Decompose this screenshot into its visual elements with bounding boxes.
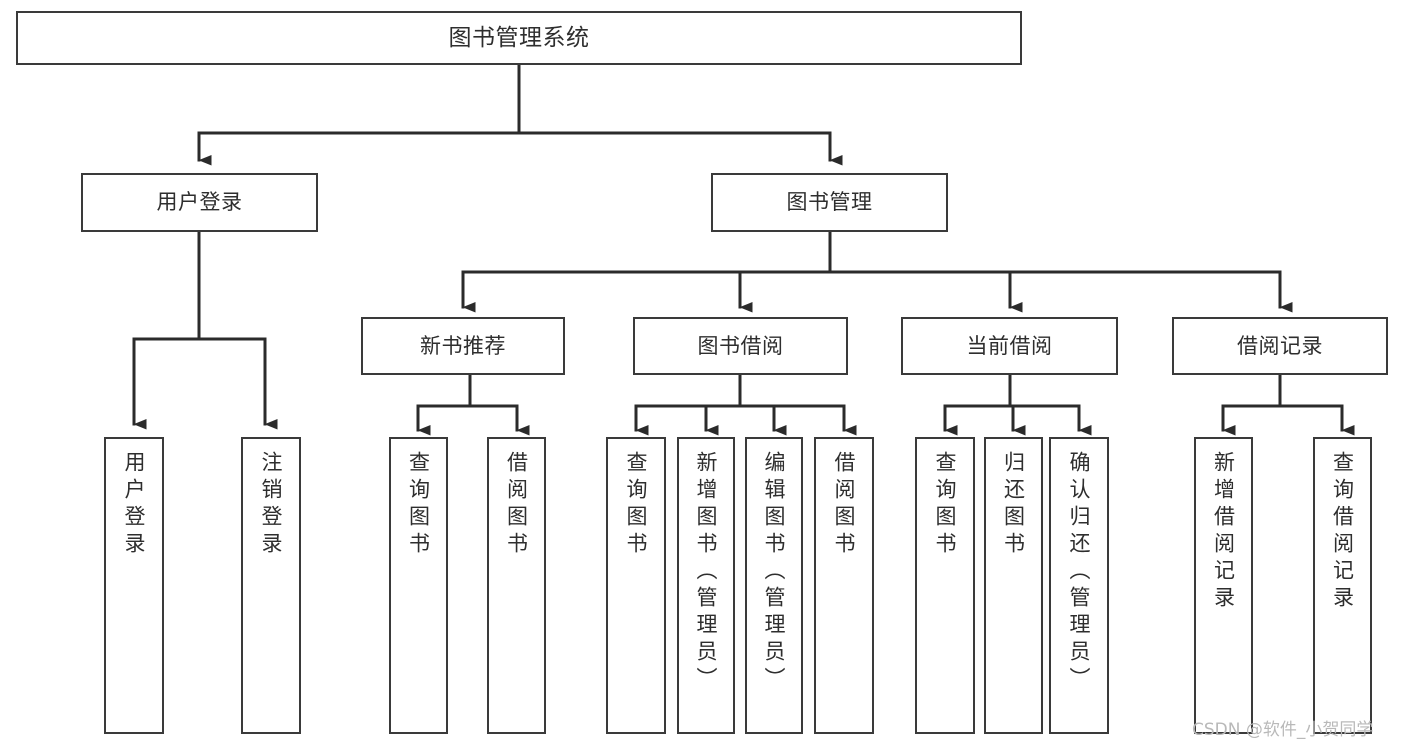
leaf-borrow-query-book-label: 查询图书 [624, 451, 649, 559]
node-new-book-recommend[interactable]: 新书推荐 [361, 317, 565, 375]
node-book-management-label: 图书管理 [786, 190, 873, 215]
leaf-current-query-book-label: 查询图书 [933, 451, 958, 559]
csdn-watermark: CSDN @软件_小贺同学 [1192, 720, 1374, 740]
leaf-current-return-book-label: 归还图书 [1001, 451, 1026, 559]
leaf-new-book-borrow[interactable]: 借阅图书 [487, 437, 546, 734]
leaf-borrow-edit-book-label: 编辑图书（管理员） [762, 451, 787, 694]
leaf-user-login-logout-label: 注销登录 [259, 451, 284, 559]
leaf-current-query-book[interactable]: 查询图书 [915, 437, 975, 734]
node-current-borrow-label: 当前借阅 [966, 333, 1053, 358]
leaf-record-query[interactable]: 查询借阅记录 [1313, 437, 1372, 734]
node-new-book-recommend-label: 新书推荐 [420, 333, 506, 358]
leaf-current-confirm-return[interactable]: 确认归还（管理员） [1049, 437, 1109, 734]
node-borrow-record[interactable]: 借阅记录 [1172, 317, 1388, 375]
leaf-user-login-login[interactable]: 用户登录 [104, 437, 164, 734]
leaf-new-book-query-label: 查询图书 [406, 451, 431, 559]
leaf-borrow-borrow-book[interactable]: 借阅图书 [814, 437, 874, 734]
leaf-current-confirm-return-label: 确认归还（管理员） [1067, 451, 1092, 694]
node-user-login-label: 用户登录 [156, 190, 243, 215]
leaf-borrow-borrow-book-label: 借阅图书 [832, 451, 857, 559]
node-book-management[interactable]: 图书管理 [711, 173, 948, 232]
node-book-borrow[interactable]: 图书借阅 [633, 317, 848, 375]
leaf-borrow-add-book[interactable]: 新增图书（管理员） [677, 437, 735, 734]
node-root[interactable]: 图书管理系统 [16, 11, 1022, 65]
node-borrow-record-label: 借阅记录 [1237, 333, 1323, 358]
node-current-borrow[interactable]: 当前借阅 [901, 317, 1118, 375]
leaf-borrow-add-book-label: 新增图书（管理员） [694, 451, 719, 694]
leaf-record-query-label: 查询借阅记录 [1330, 451, 1355, 613]
node-root-label: 图书管理系统 [448, 24, 590, 51]
leaf-record-add-label: 新增借阅记录 [1211, 451, 1236, 613]
leaf-user-login-logout[interactable]: 注销登录 [241, 437, 301, 734]
leaf-user-login-login-label: 用户登录 [122, 451, 147, 559]
node-user-login[interactable]: 用户登录 [81, 173, 318, 232]
leaf-record-add[interactable]: 新增借阅记录 [1194, 437, 1253, 734]
leaf-new-book-query[interactable]: 查询图书 [389, 437, 448, 734]
leaf-borrow-edit-book[interactable]: 编辑图书（管理员） [745, 437, 803, 734]
leaf-current-return-book[interactable]: 归还图书 [984, 437, 1043, 734]
node-book-borrow-label: 图书借阅 [697, 333, 784, 358]
leaf-borrow-query-book[interactable]: 查询图书 [606, 437, 666, 734]
leaf-new-book-borrow-label: 借阅图书 [504, 451, 529, 559]
